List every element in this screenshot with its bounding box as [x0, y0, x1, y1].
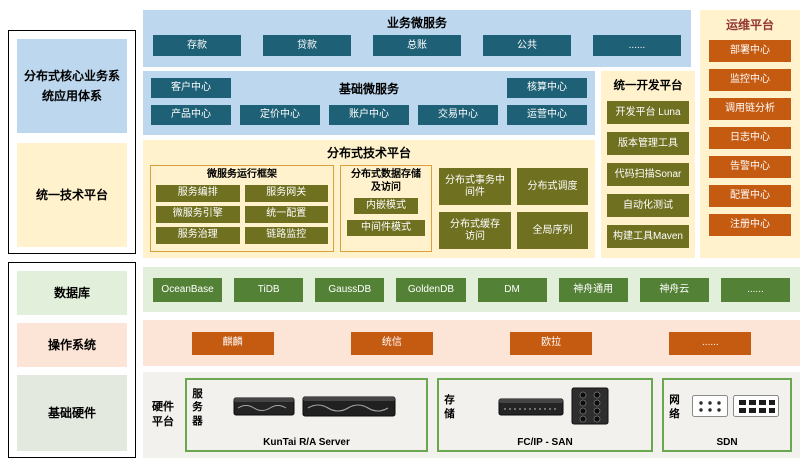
ops-center-chip: 告警中心 — [709, 156, 791, 178]
storage-box: 存储 — [437, 378, 653, 452]
server-box: 服务器 KunTai R/A Server — [185, 378, 428, 452]
business-service-chip: 贷款 — [263, 35, 351, 56]
storage-label: 存储 — [444, 394, 455, 420]
storage-mode-chip: 内嵌模式 — [354, 198, 418, 214]
hardware-platform-label: 硬件平台 — [152, 400, 174, 428]
runtime-framework-box: 微服务运行框架 服务编排 服务网关 微服务引擎 统一配置 服务治理 链路监控 — [150, 165, 334, 252]
runtime-chip: 服务网关 — [244, 184, 328, 202]
dev-platform-title: 统一开发平台 — [613, 80, 683, 92]
basic-microservices-title: 基础微服务 — [338, 81, 399, 96]
business-service-chip: ...... — [593, 35, 681, 56]
runtime-chip: 统一配置 — [244, 205, 328, 223]
dev-tool-chip: 开发平台 Luna — [607, 101, 689, 124]
data-storage-box: 分布式数据存储及访问 内嵌模式 中间件模式 — [340, 165, 432, 252]
ops-center-chip: 调用链分析 — [709, 98, 791, 120]
ops-center-chip: 注册中心 — [709, 214, 791, 236]
app-system-label: 分布式核心业务系统应用体系 — [17, 39, 127, 133]
basic-service-chip: 账户中心 — [329, 105, 409, 125]
ops-center-chip: 日志中心 — [709, 127, 791, 149]
network-box: 网络 — [662, 378, 792, 452]
database-chip: TiDB — [234, 277, 304, 302]
tech-platform-title: 分布式技术平台 — [326, 146, 411, 160]
runtime-chip: 服务治理 — [156, 226, 240, 244]
network-switch-icon — [732, 394, 779, 422]
hardware-platform-row: 硬件平台 服务器 K — [143, 372, 800, 458]
database-chip: 神舟云 — [639, 277, 709, 302]
database-chip: OceanBase — [153, 277, 223, 302]
tech-block-chip: 分布式缓存访问 — [439, 212, 511, 249]
dev-platform-panel: 统一开发平台 开发平台 Luna 版本管理工具 代码扫描Sonar 自动化测试 … — [601, 71, 695, 258]
storage-caption: FC/IP - SAN — [517, 437, 573, 448]
database-chip: ...... — [720, 277, 790, 302]
runtime-chip: 服务编排 — [156, 184, 240, 202]
network-label: 网络 — [669, 394, 680, 420]
tech-block-chip: 分布式调度 — [517, 168, 588, 205]
basic-service-chip: 客户中心 — [151, 78, 231, 98]
basic-service-chip: 交易中心 — [418, 105, 498, 125]
storage-mode-chip: 中间件模式 — [347, 220, 425, 236]
tech-block-chip: 分布式事务中间件 — [439, 168, 511, 205]
database-chip: 神舟通用 — [558, 277, 628, 302]
business-service-chip: 存款 — [153, 35, 241, 56]
basic-service-chip: 核算中心 — [507, 78, 587, 98]
dev-tool-chip: 构建工具Maven — [607, 225, 689, 248]
tech-platform-panel: 分布式技术平台 微服务运行框架 服务编排 服务网关 微服务引擎 统一配置 服务治… — [143, 140, 595, 258]
os-label: 操作系统 — [17, 323, 127, 367]
data-storage-title: 分布式数据存储及访问 — [351, 169, 421, 193]
server-image — [233, 395, 295, 422]
basic-service-chip: 运营中心 — [507, 105, 587, 125]
ops-platform-title: 运维平台 — [725, 18, 774, 32]
os-chip: ...... — [669, 331, 752, 355]
ops-center-chip: 监控中心 — [709, 69, 791, 91]
database-row: OceanBase TiDB GaussDB GoldenDB DM 神舟通用 … — [143, 267, 800, 312]
network-ports-icon — [691, 394, 728, 422]
runtime-chip: 链路监控 — [244, 226, 328, 244]
basic-microservices-panel: 客户中心 基础微服务 核算中心 产品中心 定价中心 账户中心 交易中心 运营中心 — [143, 71, 595, 135]
runtime-framework-title: 微服务运行框架 — [207, 169, 277, 180]
network-caption: SDN — [716, 437, 738, 448]
storage-rack-image — [498, 395, 564, 422]
ops-platform-panel: 运维平台 部署中心 监控中心 调用链分析 日志中心 告警中心 配置中心 注册中心 — [700, 10, 800, 258]
server-caption: KunTai R/A Server — [263, 437, 350, 448]
server-label: 服务器 — [192, 387, 203, 427]
os-chip: 统信 — [350, 331, 433, 355]
business-service-chip: 公共 — [483, 35, 571, 56]
os-chip: 欧拉 — [510, 331, 593, 355]
storage-tower-image — [571, 387, 609, 430]
left-infra-group: 数据库 操作系统 基础硬件 — [8, 262, 136, 458]
business-microservices-title: 业务微服务 — [386, 16, 447, 30]
basic-hardware-label: 基础硬件 — [17, 375, 127, 451]
ops-center-chip: 部署中心 — [709, 40, 791, 62]
runtime-chip: 微服务引擎 — [156, 205, 240, 223]
os-chip: 麒麟 — [191, 331, 274, 355]
tech-block-chip: 全局序列 — [517, 212, 588, 249]
business-microservices-panel: 业务微服务 存款 贷款 总账 公共 ...... — [143, 10, 691, 67]
ops-center-chip: 配置中心 — [709, 185, 791, 207]
business-service-chip: 总账 — [373, 35, 461, 56]
database-chip: DM — [477, 277, 547, 302]
dev-tool-chip: 版本管理工具 — [607, 132, 689, 155]
server-image — [302, 394, 396, 423]
database-chip: GaussDB — [315, 277, 385, 302]
os-row: 麒麟 统信 欧拉 ...... — [143, 320, 800, 366]
database-chip: GoldenDB — [396, 277, 466, 302]
database-label: 数据库 — [17, 271, 127, 315]
left-app-tech-group: 分布式核心业务系统应用体系 统一技术平台 — [8, 30, 136, 254]
basic-service-chip: 定价中心 — [240, 105, 320, 125]
dev-tool-chip: 代码扫描Sonar — [607, 163, 689, 186]
basic-service-chip: 产品中心 — [151, 105, 231, 125]
dev-tool-chip: 自动化测试 — [607, 194, 689, 217]
tech-platform-label: 统一技术平台 — [17, 143, 127, 247]
